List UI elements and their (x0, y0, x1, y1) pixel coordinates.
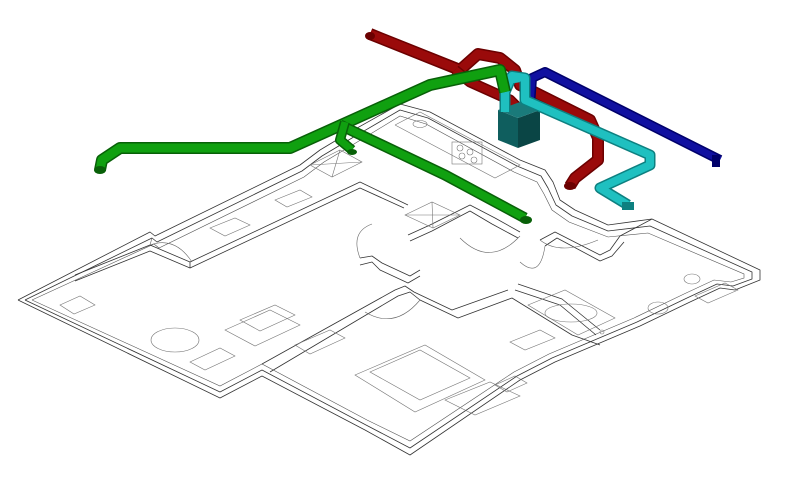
fresh-air-duct-collar (505, 73, 523, 83)
fresh-air-duct-terminal (622, 202, 634, 210)
ductwork (94, 28, 723, 224)
extract-duct-grille (94, 166, 106, 174)
extract-duct-valve (520, 216, 532, 224)
interior-walls (74, 181, 653, 373)
door-swings (149, 223, 599, 319)
fixtures (59, 111, 739, 416)
exhaust-duct-blue (525, 67, 723, 167)
extract-duct-kitchen-valve (347, 149, 357, 155)
supply-duct-outlet (365, 32, 375, 40)
supply-duct-terminal (564, 182, 576, 190)
extract-duct-green (94, 64, 532, 224)
exhaust-duct-terminal (712, 155, 720, 167)
floor-plan (17, 103, 761, 456)
